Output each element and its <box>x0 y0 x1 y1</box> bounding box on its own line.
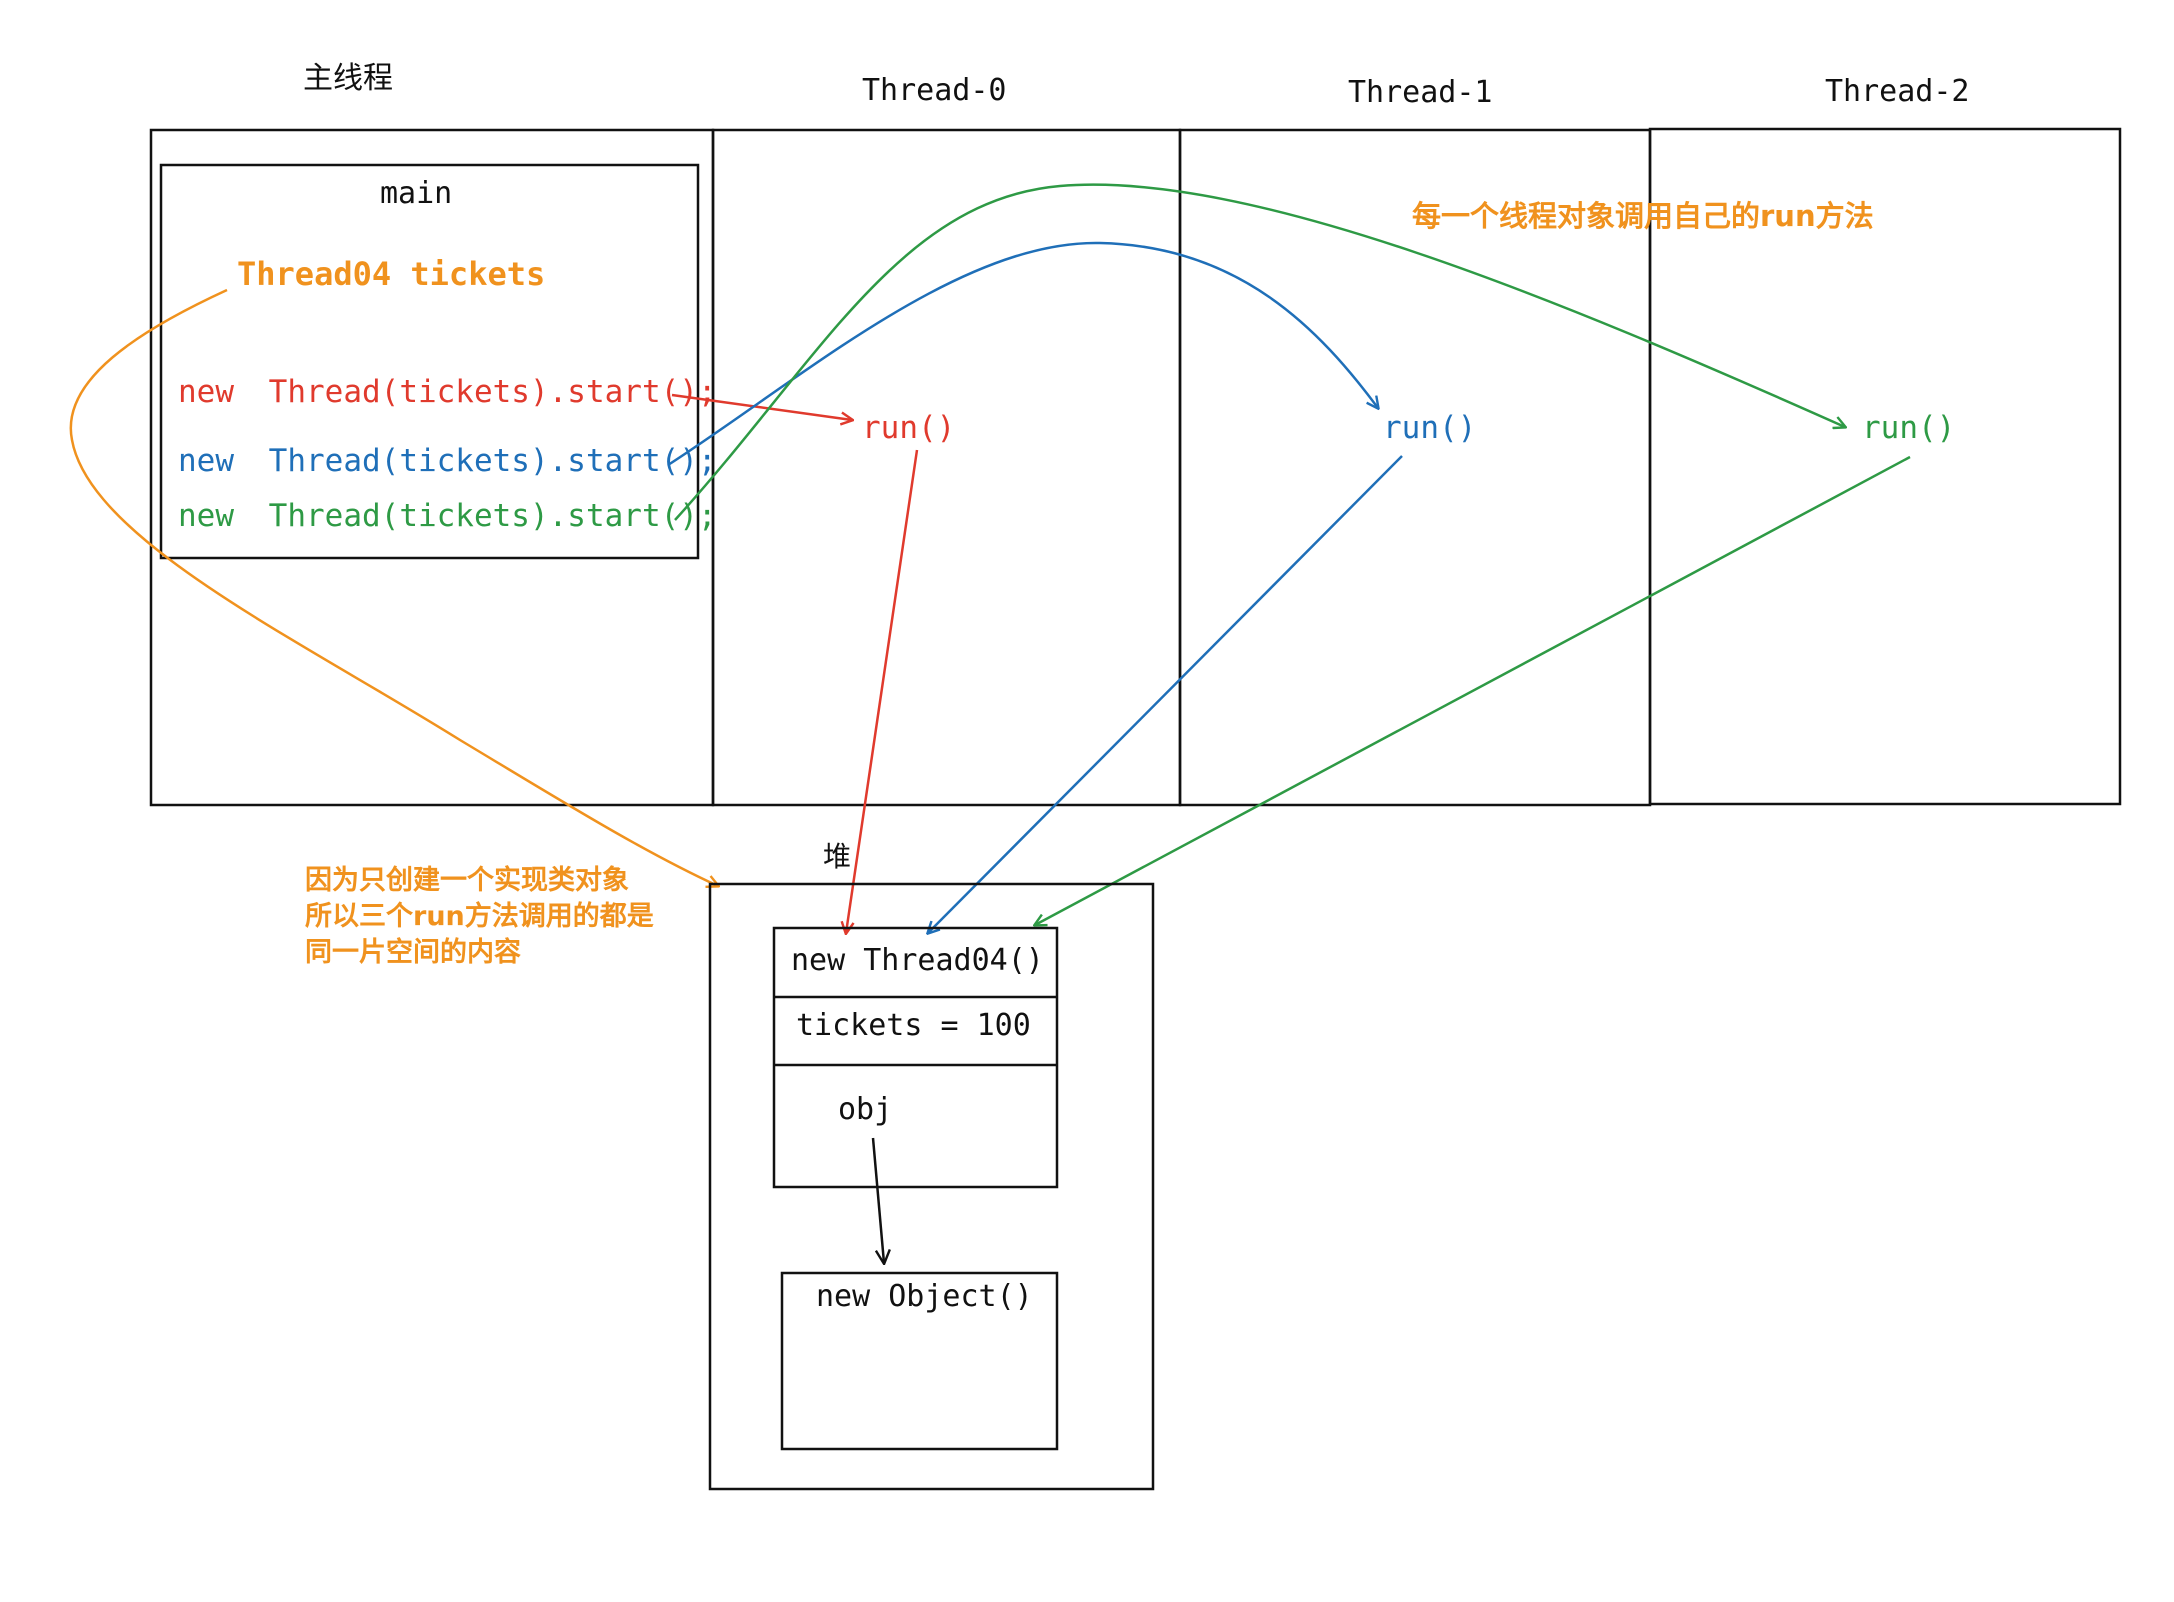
start-call-blue-rest: Thread(tickets).start(); <box>269 443 717 479</box>
arrow-run2-to-heap <box>1035 455 1911 925</box>
thread2-header: Thread-2 <box>1825 74 1970 109</box>
tickets-field: tickets = 100 <box>796 1008 1031 1043</box>
run-label-thread0: run() <box>862 410 955 446</box>
main-frame <box>159 163 700 560</box>
thread0-column <box>711 128 1182 807</box>
annotation-line-1: 因为只创建一个实现类对象 <box>305 864 629 896</box>
start-call-red-rest: Thread(tickets).start(); <box>269 374 717 410</box>
heap-label: 堆 <box>823 840 851 873</box>
run-label-thread1: run() <box>1383 410 1476 446</box>
tickets-variable: Thread04 tickets <box>237 255 545 293</box>
arrow-run1-to-heap <box>928 455 1403 933</box>
arrow-start-to-run-thread0 <box>671 393 852 420</box>
start-call-green: new Thread(tickets).start(); <box>178 498 717 534</box>
thread1-header: Thread-1 <box>1348 75 1493 110</box>
heap-area <box>708 882 1155 1491</box>
annotation-each-thread-run: 每一个线程对象调用自己的run方法 <box>1412 199 1874 233</box>
annotation-line-2: 所以三个run方法调用的都是 <box>305 900 654 932</box>
arrow-start-to-run-thread2 <box>674 183 1845 521</box>
annotation-line-3: 同一片空间的内容 <box>305 936 521 968</box>
obj-field: obj <box>838 1092 892 1127</box>
arrow-tickets-to-heap <box>69 288 718 886</box>
start-call-red: new Thread(tickets).start(); <box>178 374 717 410</box>
thread0-header: Thread-0 <box>862 73 1007 108</box>
arrow-start-to-run-thread1 <box>667 241 1378 467</box>
start-call-green-rest: Thread(tickets).start(); <box>269 498 717 534</box>
inner-object-label: new Object() <box>816 1279 1033 1314</box>
run-label-thread2: run() <box>1862 410 1955 446</box>
thread2-column <box>1648 127 2122 806</box>
start-call-green-prefix: new <box>178 498 234 534</box>
start-call-red-prefix: new <box>178 374 234 410</box>
start-call-blue: new Thread(tickets).start(); <box>178 443 717 479</box>
arrow-obj-to-object <box>871 1137 884 1263</box>
inner-object <box>780 1271 1059 1451</box>
arrow-run0-to-heap <box>846 449 919 933</box>
main-thread-header: 主线程 <box>303 61 393 96</box>
thread04-object <box>772 926 1059 1189</box>
annotation-shared-object: 因为只创建一个实现类对象 所以三个run方法调用的都是 同一片空间的内容 <box>305 864 663 968</box>
thread04-object-header: new Thread04() <box>791 943 1044 978</box>
main-frame-title: main <box>380 176 452 211</box>
start-call-blue-prefix: new <box>178 443 234 479</box>
